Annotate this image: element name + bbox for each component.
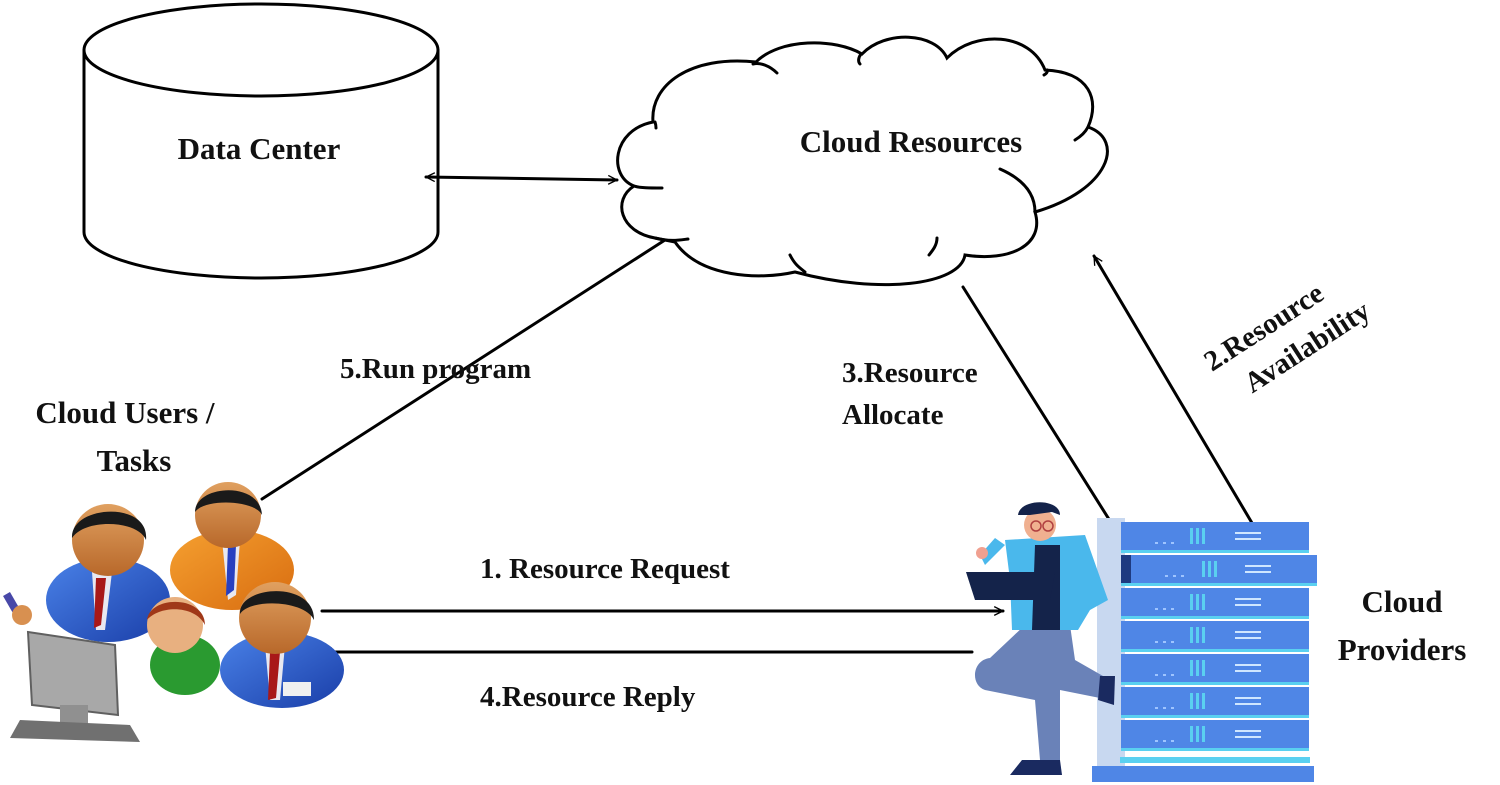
cloud-detail xyxy=(788,253,807,274)
cloud-shape xyxy=(616,35,1109,287)
user-group-icon xyxy=(3,482,344,742)
data-center-label: Data Center xyxy=(178,131,341,166)
cloud-detail xyxy=(927,236,939,257)
cloud-users-label-1: Cloud Users / xyxy=(35,395,215,430)
cylinder-body xyxy=(82,48,440,280)
cloud-providers-label-2: Providers xyxy=(1338,632,1467,667)
engineer-with-laptop-icon xyxy=(966,502,1115,775)
cloud-detail xyxy=(632,184,664,190)
cloud-detail xyxy=(1073,125,1090,142)
cloud-providers-node: Cloud Providers xyxy=(966,502,1466,782)
edge-datacenter-cloud xyxy=(424,177,619,180)
cloud-resources-node: Cloud Resources xyxy=(616,35,1109,287)
server-unit xyxy=(1121,522,1309,553)
cloud-resources-label: Cloud Resources xyxy=(800,124,1022,159)
resource-availability-label: 2.Resource Availability xyxy=(1198,277,1376,399)
cloud-detail xyxy=(1042,68,1049,77)
server-unit xyxy=(1121,588,1309,619)
cloud-detail xyxy=(653,120,658,130)
cloud-detail xyxy=(857,52,863,66)
resource-allocate-label-1: 3.Resource xyxy=(842,357,978,389)
cloud-users-label-2: Tasks xyxy=(97,443,172,478)
server-unit xyxy=(1121,621,1309,652)
server-rack-icon xyxy=(1092,518,1317,782)
server-unit xyxy=(1121,720,1309,751)
data-center-node: Data Center xyxy=(82,2,440,280)
cloud-detail xyxy=(998,167,1037,214)
cloud-detail xyxy=(751,62,779,75)
server-unit xyxy=(1121,654,1309,685)
edge-resource-availability xyxy=(1092,254,1254,525)
resource-reply-label: 4.Resource Reply xyxy=(480,681,696,713)
edge-run-program xyxy=(260,238,667,501)
edge-resource-allocate xyxy=(961,285,1119,534)
resource-allocate-label-2: Allocate xyxy=(842,399,944,431)
run-program-label: 5.Run program xyxy=(340,353,531,385)
cloud-providers-label-1: Cloud xyxy=(1362,584,1443,619)
server-unit xyxy=(1121,555,1317,586)
cylinder-top xyxy=(82,2,440,98)
cloud-users-node: Cloud Users / Tasks xyxy=(3,395,344,742)
cloud-detail xyxy=(653,236,690,242)
server-unit xyxy=(1121,687,1309,718)
resource-request-label: 1. Resource Request xyxy=(480,553,730,585)
